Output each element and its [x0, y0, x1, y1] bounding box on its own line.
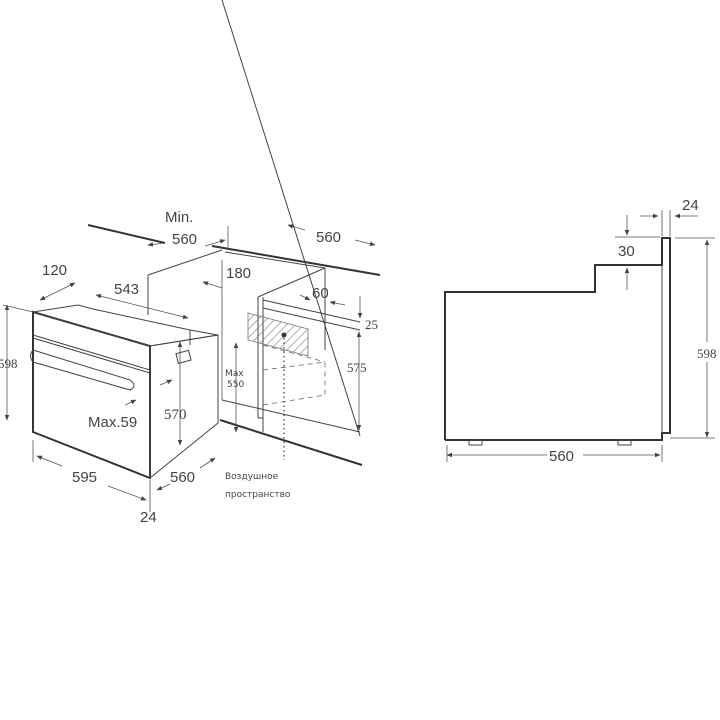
height-598-label: 598 — [0, 356, 18, 371]
vent-slot — [175, 349, 192, 364]
dim-575-label: 575 — [347, 360, 367, 375]
min-depth-label: 560 — [172, 231, 197, 248]
side-depth-560-label: 560 — [549, 448, 574, 465]
max-550-label: Max — [225, 369, 244, 379]
dim-180-label: 180 — [226, 265, 251, 282]
max-59-label: Max.59 — [88, 414, 137, 431]
dim-543-label: 543 — [114, 281, 139, 298]
side-view: 560 598 24 30 — [444, 197, 717, 465]
countertop-edge — [211, 245, 381, 276]
oven-side-profile — [444, 237, 671, 441]
ventilation-cutout — [247, 312, 309, 357]
isometric-view: Min. 560 560 120 543 180 60 25 575 598 M… — [0, 0, 381, 526]
socket-point — [281, 332, 287, 338]
air-space-label-line1: Воздушное — [225, 472, 279, 482]
max-550-value: 550 — [227, 380, 244, 390]
side-height-598-label: 598 — [697, 346, 717, 361]
cabinet-floor-edge — [219, 419, 363, 466]
dim-120-label: 120 — [42, 262, 67, 279]
oven-door-handle — [30, 349, 135, 391]
dim-25-label: 25 — [365, 317, 378, 332]
oven-foot — [468, 439, 483, 446]
min-label: Min. — [165, 209, 193, 226]
oven-front-panel — [32, 310, 151, 480]
side-dim-30-label: 30 — [618, 243, 635, 260]
oven-foot — [617, 439, 632, 446]
air-space-label-line2: пространство — [225, 490, 291, 500]
countertop-edge — [87, 224, 166, 244]
dim-60-label: 60 — [312, 285, 329, 302]
side-dim-24-label: 24 — [682, 197, 699, 214]
width-595-label: 595 — [72, 469, 97, 486]
dim-570-label: 570 — [164, 407, 187, 423]
niche-width-label: 560 — [316, 229, 341, 246]
door-24-label: 24 — [140, 509, 157, 526]
depth-560-label: 560 — [170, 469, 195, 486]
